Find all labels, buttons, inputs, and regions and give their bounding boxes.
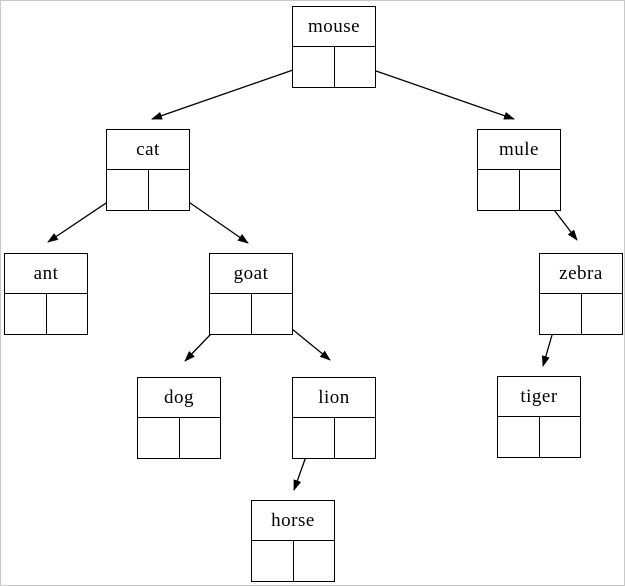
node-mule: mule <box>477 129 561 211</box>
node-lion: lion <box>292 377 376 459</box>
node-zebra-label: zebra <box>540 254 622 294</box>
node-mouse-left-pointer <box>293 47 335 87</box>
node-zebra: zebra <box>539 253 623 335</box>
node-ant-right-pointer <box>47 294 88 334</box>
node-dog-right-pointer <box>180 418 221 458</box>
node-goat-right-pointer <box>252 294 293 334</box>
node-cat-right-pointer <box>149 170 190 210</box>
node-goat: goat <box>209 253 293 335</box>
node-dog-label: dog <box>138 378 220 418</box>
node-tiger: tiger <box>497 376 581 458</box>
node-ant-label: ant <box>5 254 87 294</box>
node-lion-left-pointer <box>293 418 335 458</box>
node-horse-right-pointer <box>294 541 335 581</box>
node-ant: ant <box>4 253 88 335</box>
edge-mouse-cat-arrow <box>151 62 314 120</box>
node-cat-left-pointer <box>107 170 149 210</box>
node-ant-pointer-row <box>5 294 87 334</box>
node-goat-left-pointer <box>210 294 252 334</box>
node-mouse-label: mouse <box>293 7 375 47</box>
node-dog-pointer-row <box>138 418 220 458</box>
node-dog-left-pointer <box>138 418 180 458</box>
node-tiger-left-pointer <box>498 417 540 457</box>
node-mouse: mouse <box>292 6 376 88</box>
node-lion-label: lion <box>293 378 375 418</box>
node-lion-pointer-row <box>293 418 375 458</box>
node-tiger-right-pointer <box>540 417 581 457</box>
node-mule-label: mule <box>478 130 560 170</box>
node-horse-left-pointer <box>252 541 294 581</box>
node-mouse-pointer-row <box>293 47 375 87</box>
node-horse-label: horse <box>252 501 334 541</box>
node-mule-left-pointer <box>478 170 520 210</box>
node-zebra-pointer-row <box>540 294 622 334</box>
node-dog: dog <box>137 377 221 459</box>
node-zebra-left-pointer <box>540 294 582 334</box>
node-tiger-pointer-row <box>498 417 580 457</box>
node-zebra-right-pointer <box>582 294 623 334</box>
edge-mouse-mule-arrow <box>352 62 515 120</box>
node-goat-label: goat <box>210 254 292 294</box>
node-cat: cat <box>106 129 190 211</box>
node-cat-label: cat <box>107 130 189 170</box>
node-goat-pointer-row <box>210 294 292 334</box>
node-cat-pointer-row <box>107 170 189 210</box>
node-lion-right-pointer <box>335 418 376 458</box>
node-ant-left-pointer <box>5 294 47 334</box>
node-horse-pointer-row <box>252 541 334 581</box>
node-mule-pointer-row <box>478 170 560 210</box>
node-mouse-right-pointer <box>335 47 376 87</box>
node-mule-right-pointer <box>520 170 561 210</box>
node-tiger-label: tiger <box>498 377 580 417</box>
node-horse: horse <box>251 500 335 582</box>
